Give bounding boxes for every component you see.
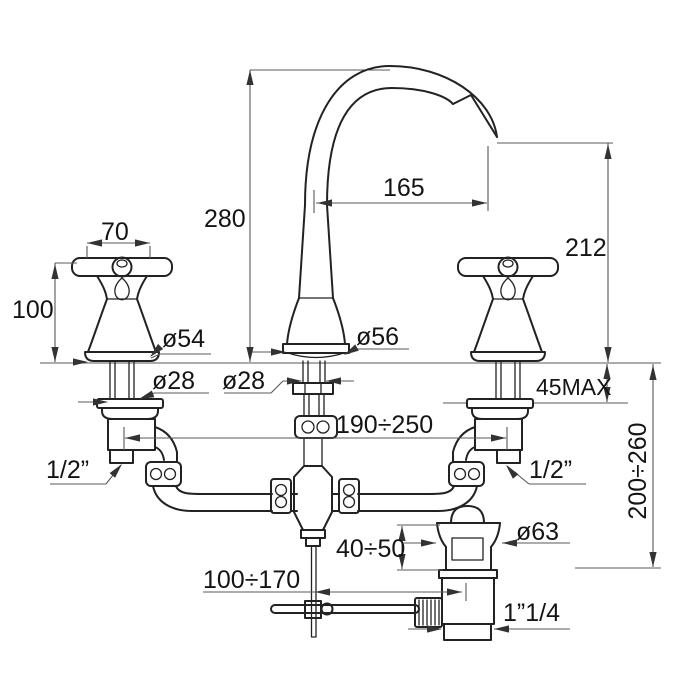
dim-handle-shank-dia-label: ø28 (152, 367, 195, 395)
dim-right-inlet-thread-label: 1/2” (529, 456, 572, 484)
spout (282, 65, 498, 359)
dim-left-inlet-thread-label: 1/2” (46, 456, 89, 484)
dim-handle-width-label: 70 (101, 218, 129, 246)
dim-waste-adjust-label: 40÷50 (336, 535, 405, 563)
dim-handle-height-label: 100 (12, 296, 54, 324)
dim-spout-reach-label: 165 (383, 174, 425, 202)
cross-fitting (292, 360, 338, 547)
dim-max-deck-label: 45MAX (536, 374, 611, 400)
dim-outlet-height-label: 212 (565, 234, 607, 262)
dim-spout-shank-dia-label: ø28 (222, 367, 265, 395)
dim-spout-base-dia-label: ø56 (356, 323, 399, 351)
dim-spout-height-label: 280 (204, 205, 246, 233)
dim-supply-drop-label: 200÷260 (624, 422, 652, 519)
pop-up-waste (414, 505, 501, 641)
dim-waste-cap-dia-label: ø63 (516, 518, 559, 546)
dim-waste-thread-label: 1”1/4 (503, 599, 560, 627)
reference-lines (40, 69, 661, 569)
left-valve-body (96, 398, 298, 514)
dim-handle-base-dia-label: ø54 (162, 325, 205, 353)
dim-rod-to-waste-label: 100÷170 (203, 566, 300, 594)
dim-inlet-centres-label: 190÷250 (336, 411, 433, 439)
